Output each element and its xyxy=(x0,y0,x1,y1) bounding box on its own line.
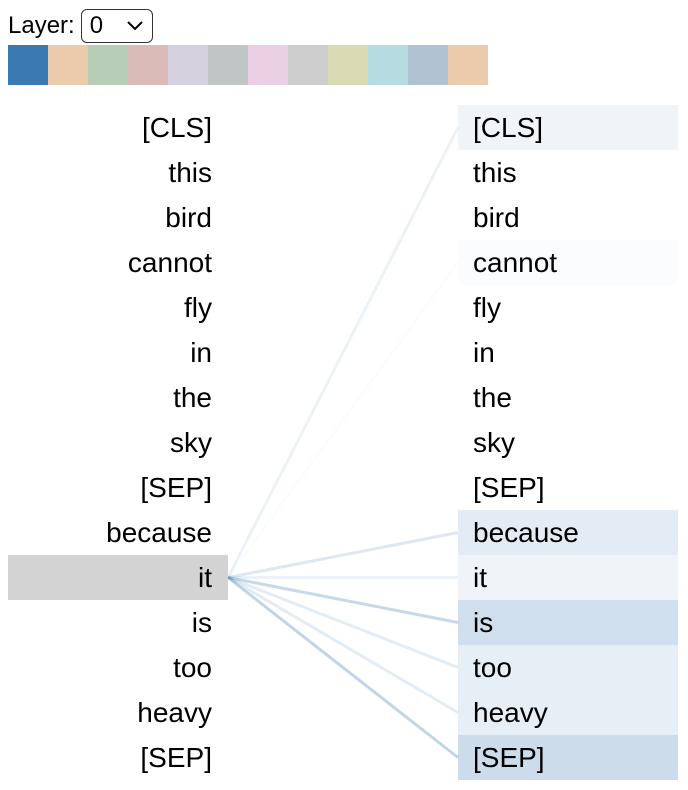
head-selector xyxy=(8,45,488,85)
right-token[interactable]: this xyxy=(473,157,517,188)
attention-line xyxy=(227,531,459,579)
left-token[interactable]: this xyxy=(168,157,212,188)
head-swatch-8[interactable] xyxy=(328,45,368,85)
left-token[interactable]: cannot xyxy=(127,247,212,278)
attention-line xyxy=(227,576,459,714)
head-swatch-0[interactable] xyxy=(8,45,48,85)
head-swatch-9[interactable] xyxy=(368,45,408,85)
layer-select-value: 0 xyxy=(89,12,104,39)
right-token[interactable]: [CLS] xyxy=(458,105,678,150)
right-token[interactable]: sky xyxy=(473,427,515,458)
left-token[interactable]: bird xyxy=(165,202,212,233)
right-token[interactable]: the xyxy=(473,382,512,413)
right-token[interactable]: heavy xyxy=(458,690,678,735)
attention-line xyxy=(226,126,460,579)
attention-line xyxy=(227,576,459,669)
right-token[interactable]: bird xyxy=(473,202,520,233)
left-token[interactable]: too xyxy=(173,652,212,683)
left-token[interactable]: in xyxy=(190,337,212,368)
right-token[interactable]: is xyxy=(458,600,678,645)
head-swatch-10[interactable] xyxy=(408,45,448,85)
left-token[interactable]: sky xyxy=(170,427,212,458)
left-token[interactable]: [CLS] xyxy=(141,112,212,143)
head-swatch-11[interactable] xyxy=(448,45,488,85)
right-token[interactable]: in xyxy=(473,337,495,368)
head-swatch-5[interactable] xyxy=(208,45,248,85)
left-token[interactable]: heavy xyxy=(137,697,212,728)
left-token[interactable]: fly xyxy=(184,292,212,323)
left-token[interactable]: [SEP] xyxy=(140,472,212,503)
right-token[interactable]: [SEP] xyxy=(473,472,545,503)
right-token[interactable]: fly xyxy=(473,292,501,323)
chevron-down-icon xyxy=(126,21,143,31)
right-token[interactable]: it xyxy=(458,555,678,600)
left-token-column: [CLS] this bird cannot fly in the sky [SEP] becau… xyxy=(8,105,228,780)
attention-line xyxy=(227,576,459,624)
left-token[interactable]: it xyxy=(8,555,228,600)
right-token-column: [CLS] this bird cannot fly in the sky [SEP] becau… xyxy=(458,105,678,780)
left-token[interactable]: because xyxy=(106,517,212,548)
layer-label: Layer: xyxy=(8,12,75,39)
head-swatch-7[interactable] xyxy=(288,45,328,85)
head-swatch-3[interactable] xyxy=(128,45,168,85)
head-swatch-1[interactable] xyxy=(48,45,88,85)
layer-control: Layer: 0 xyxy=(8,8,153,44)
head-swatch-2[interactable] xyxy=(88,45,128,85)
right-token[interactable]: because xyxy=(458,510,678,555)
left-token[interactable]: [SEP] xyxy=(140,742,212,773)
left-token[interactable]: the xyxy=(173,382,212,413)
layer-select[interactable]: 0 xyxy=(80,9,153,43)
head-swatch-6[interactable] xyxy=(248,45,288,85)
head-swatch-4[interactable] xyxy=(168,45,208,85)
left-token[interactable]: is xyxy=(191,607,212,638)
attention-line xyxy=(228,263,458,578)
right-token[interactable]: too xyxy=(458,645,678,690)
right-token[interactable]: cannot xyxy=(473,247,558,278)
attention-line xyxy=(227,576,459,759)
right-token[interactable]: [SEP] xyxy=(458,735,678,780)
